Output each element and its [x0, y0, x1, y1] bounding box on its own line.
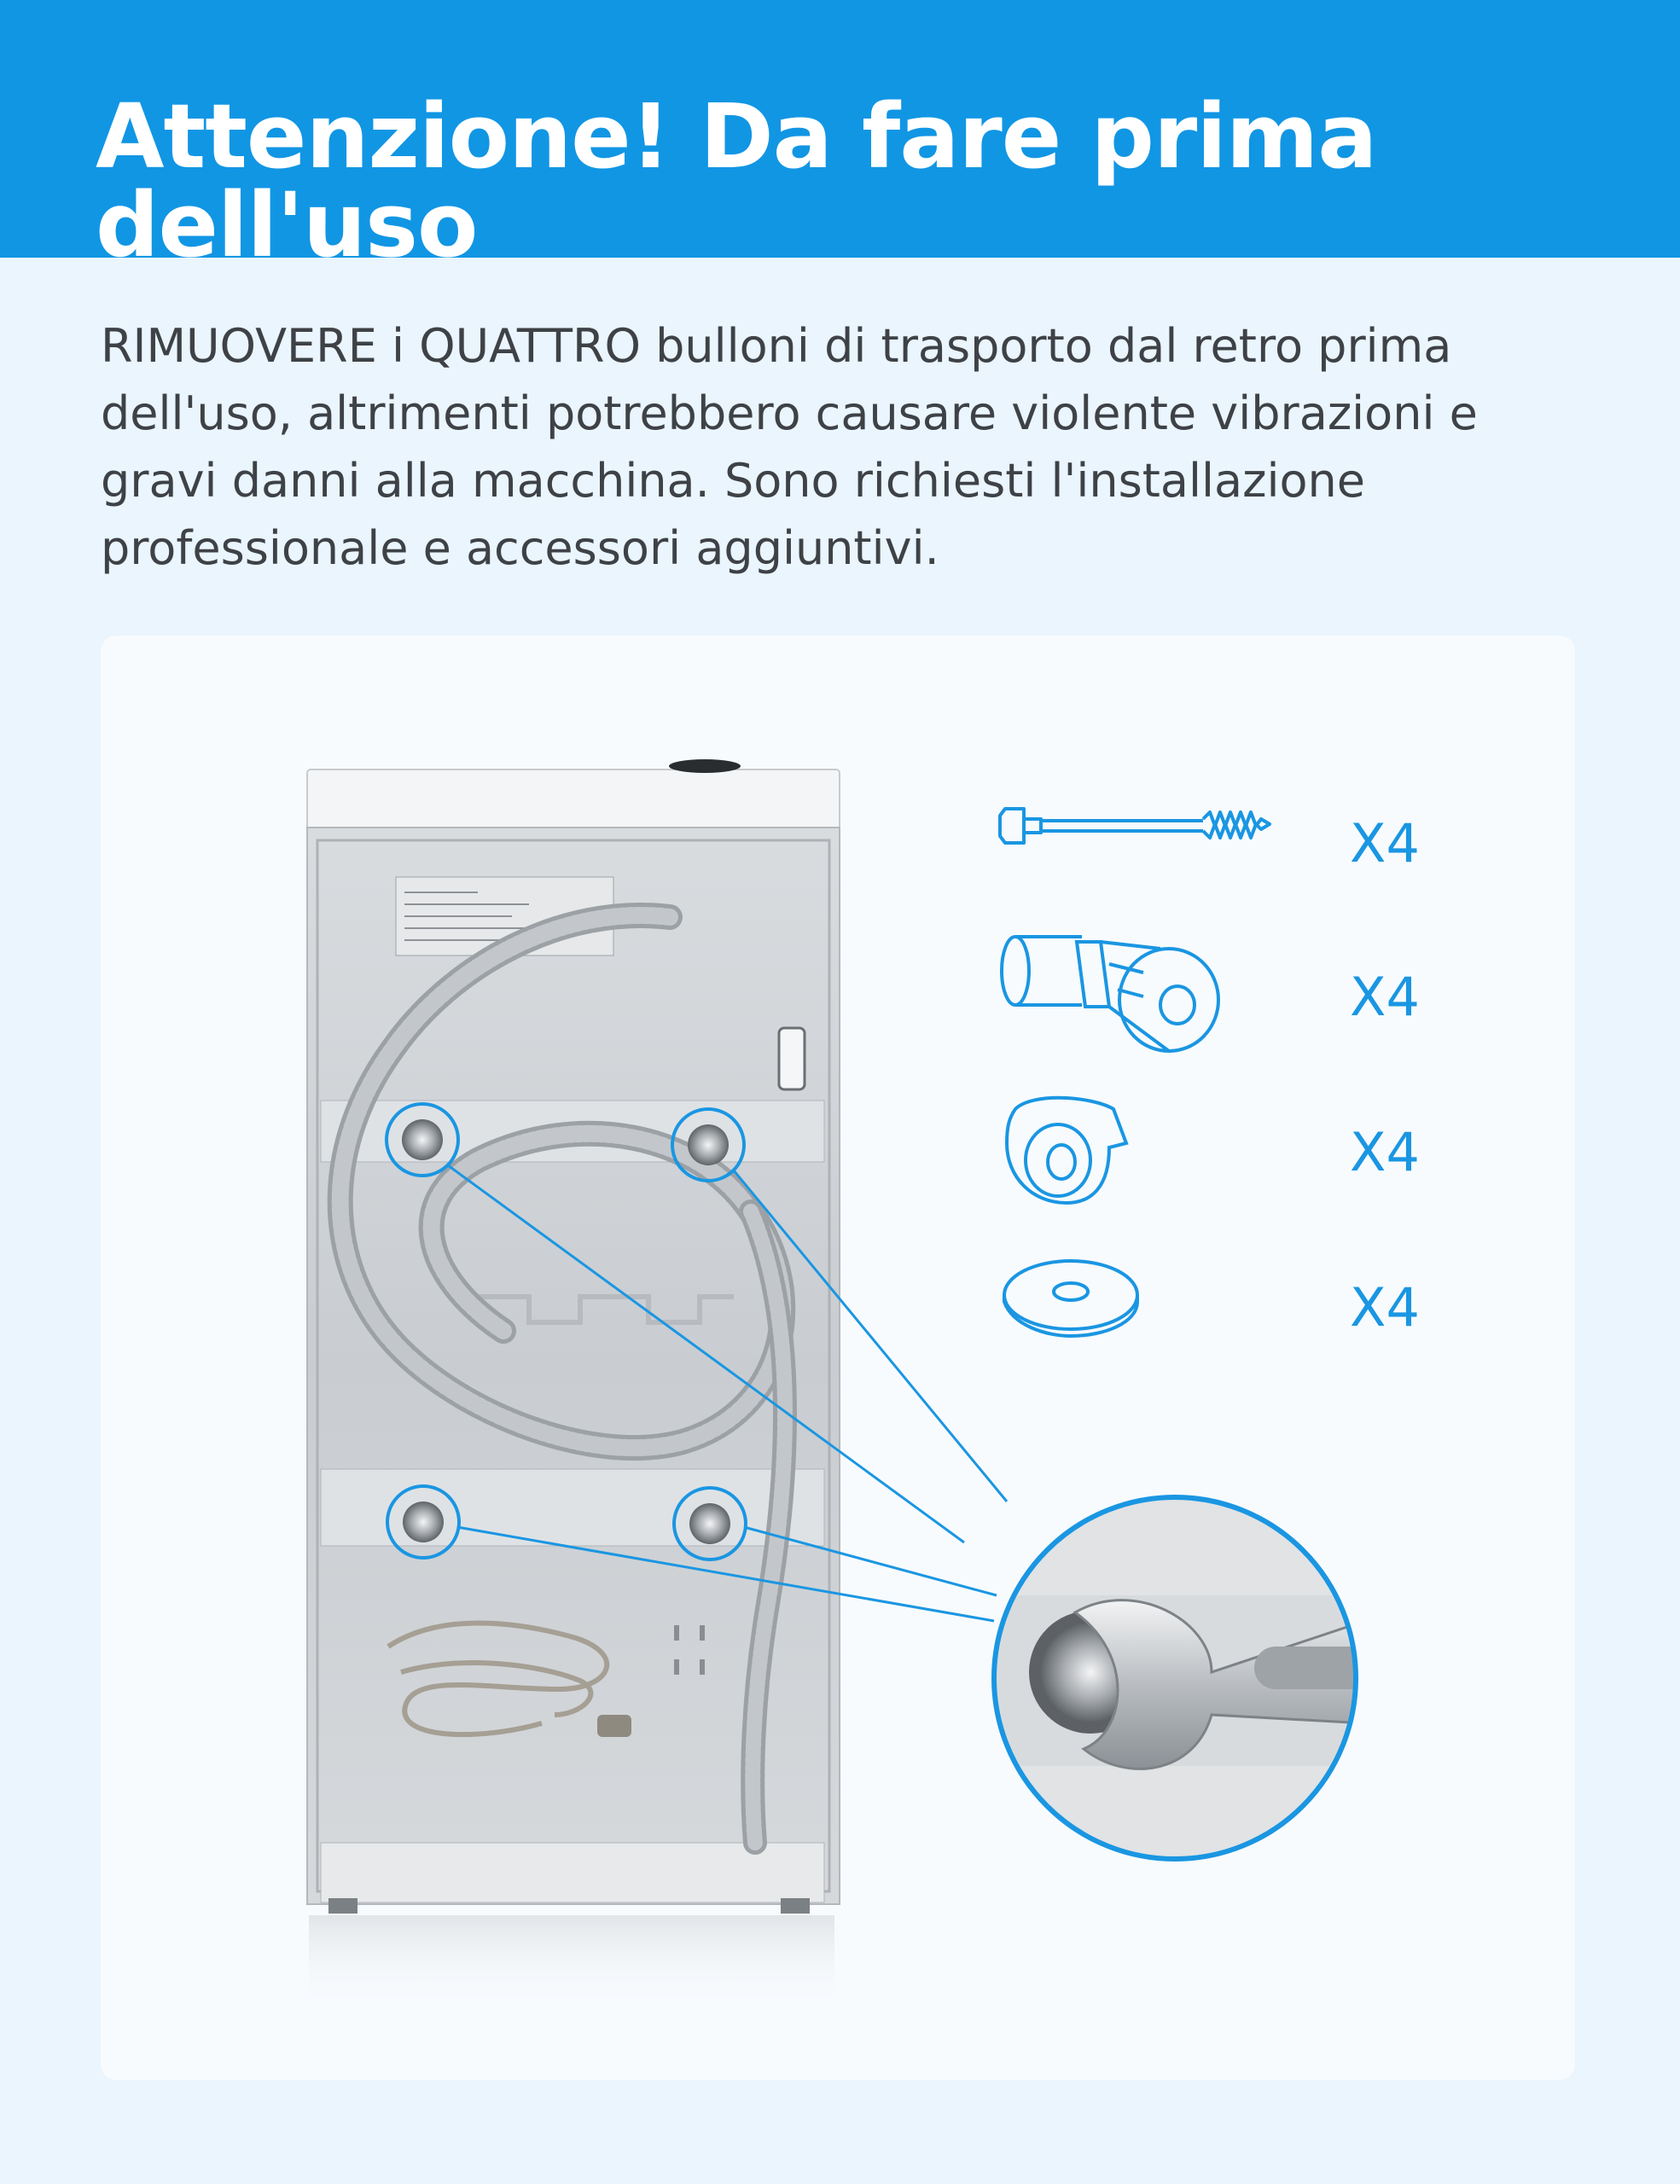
header-banner: Attenzione! Da fare prima dell'uso: [0, 0, 1680, 270]
intro-text: RIMUOVERE i QUATTRO bulloni di trasporto…: [101, 319, 1478, 575]
transport-bolt-icon: [998, 807, 1271, 845]
power-cord: [387, 1620, 631, 1738]
floor-reflection: [309, 1915, 834, 2009]
part-count-washer: X4: [1350, 1276, 1420, 1339]
transport-bolt-marker-top-left: [385, 1102, 460, 1177]
transport-bolt-marker-top-right: [671, 1107, 746, 1182]
plastic-spacer-icon: [1000, 935, 1220, 1053]
part-count-bolt: X4: [1350, 812, 1420, 874]
transport-bolt-marker-bottom-left: [386, 1484, 461, 1560]
page-title: Attenzione! Da fare prima dell'uso: [96, 84, 1377, 277]
transport-bolt-marker-bottom-right: [672, 1486, 747, 1561]
washer-disc-icon: [1003, 1259, 1139, 1339]
callout-lines: [447, 1164, 1009, 1623]
zoom-detail-wrench: [991, 1495, 1358, 1862]
rubber-bushing-icon: [1004, 1095, 1129, 1205]
part-count-bushing: X4: [1350, 1121, 1420, 1183]
part-count-spacer: X4: [1350, 966, 1420, 1028]
